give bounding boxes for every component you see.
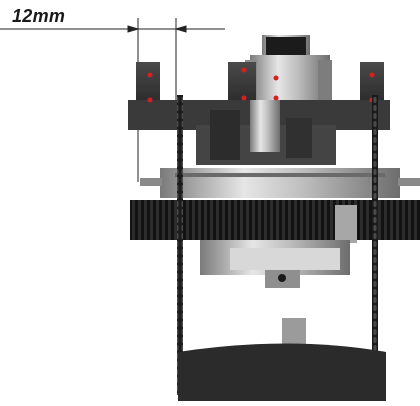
dimension-label: 12mm xyxy=(12,6,66,26)
lower-assembly xyxy=(200,205,357,288)
dimension-lines xyxy=(0,18,225,182)
chains xyxy=(177,95,378,395)
mounting-plate xyxy=(140,168,420,198)
base xyxy=(178,318,386,401)
